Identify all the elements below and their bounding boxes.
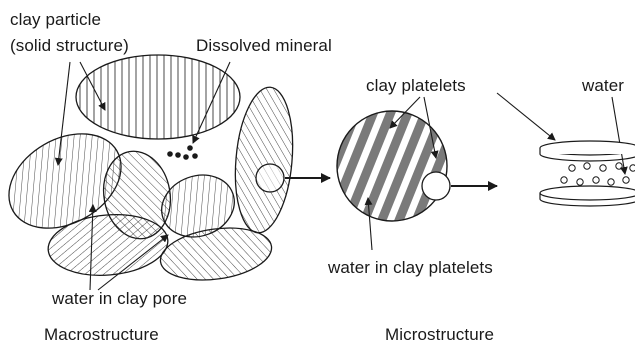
dissolved-mineral-dots — [167, 145, 198, 160]
label-clay-platelets: clay platelets — [366, 76, 466, 96]
label-microstructure: Microstructure — [385, 325, 494, 345]
label-dissolved-mineral: Dissolved mineral — [196, 36, 332, 56]
zoom-circle-macro — [256, 164, 284, 192]
label-clay-particle: clay particle — [10, 10, 101, 30]
label-water-in-clay-platelets: water in clay platelets — [328, 258, 493, 278]
platelet-top-body — [540, 148, 635, 154]
label-macrostructure: Macrostructure — [44, 325, 159, 345]
macrostructure-particles — [0, 55, 298, 287]
zoom-circle-micro — [422, 172, 450, 200]
platelet-bottom — [540, 186, 635, 200]
platelet-pair — [540, 141, 635, 206]
label-water-in-clay-pore: water in clay pore — [52, 289, 187, 309]
label-solid-structure: (solid structure) — [10, 36, 129, 56]
clay-particle-top — [76, 55, 240, 139]
clay-particle-tall — [230, 85, 299, 235]
label-water: water — [582, 76, 624, 96]
